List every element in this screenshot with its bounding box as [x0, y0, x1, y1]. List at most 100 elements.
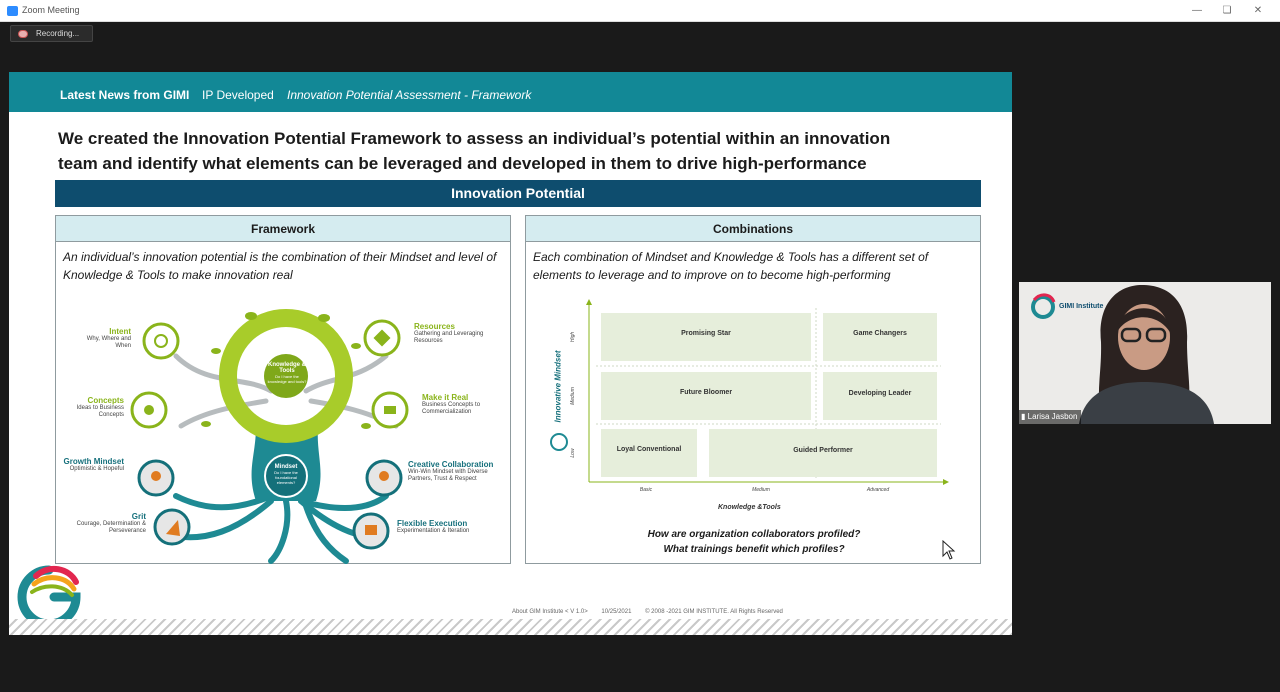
x-axis-arrow-icon — [943, 479, 949, 485]
item-desc: Ideas to Business Concepts — [76, 405, 124, 418]
recording-cloud-icon — [18, 30, 28, 38]
headline-line-2: team and identify what elements can be l… — [58, 154, 867, 173]
crown-ring — [219, 309, 353, 443]
framework-title: Framework — [56, 216, 510, 242]
combinations-title: Combinations — [526, 216, 980, 242]
item-desc: Courage, Determination & Perseverance — [76, 521, 146, 534]
item-desc: Win-Win Mindset with Diverse Partners, T… — [408, 469, 488, 482]
crown-label: Knowledge & Tools Do I have the knowledg… — [267, 362, 307, 384]
cell-guided-performer — [709, 429, 937, 477]
cell-label-game-changers: Game Changers — [853, 330, 907, 337]
cell-label-guided-performer: Guided Performer — [793, 447, 853, 454]
minimize-icon[interactable]: — — [1192, 5, 1202, 16]
hatched-footer-band — [9, 619, 1012, 635]
participant-video-tile[interactable]: GIMI Institute ▮ Larisa Jasbon — [1019, 282, 1271, 424]
band-title: Innovation Potential — [55, 180, 981, 207]
item-desc: Optimistic & Hopeful — [69, 466, 124, 472]
headline-line-1: We created the Innovation Potential Fram… — [58, 129, 891, 148]
mindset-circle — [264, 454, 308, 498]
mouse-cursor-icon — [942, 540, 956, 560]
item-title: Creative Collaboration — [408, 460, 494, 469]
slide-header: Latest News from GIMI IP Developed Innov… — [9, 72, 1012, 112]
mindset-axis-icon — [550, 433, 568, 451]
combinations-description: Each combination of Mindset and Knowledg… — [533, 250, 929, 282]
item-flexible-execution: Flexible Execution Experimentation & Ite… — [397, 519, 507, 535]
question-2: What trainings benefit which profiles? — [663, 544, 845, 555]
footer-about: About GIM Institute < V 1.0> — [512, 609, 588, 615]
item-desc: Business Concepts to Commercialization — [422, 402, 481, 415]
y-axis-arrow-icon — [586, 299, 592, 305]
close-icon[interactable]: ✕ — [1253, 5, 1263, 16]
item-grit: Grit Courage, Determination & Perseveran… — [60, 512, 146, 535]
trunk-question: Do I have the foundational elements? — [274, 470, 298, 485]
item-creative-collaboration: Creative Collaboration Win-Win Mindset w… — [408, 460, 512, 483]
title-bar: Zoom Meeting — ❏ ✕ — [0, 0, 1280, 22]
cell-label-promising-star: Promising Star — [681, 330, 731, 337]
item-intent: Intent Why, Where and When — [76, 327, 131, 350]
recording-indicator[interactable]: Recording... — [10, 25, 93, 42]
framework-panel: Framework An individual’s innovation pot… — [55, 215, 511, 564]
y-tick-low: Low — [570, 448, 576, 458]
item-title: Grit — [131, 512, 146, 521]
footer-date: 10/25/2021 — [601, 609, 632, 615]
trunk-label: Mindset Do I have the foundational eleme… — [266, 464, 306, 485]
matrix-cells — [601, 313, 937, 477]
header-brand: Latest News from GIMI — [60, 88, 190, 102]
cell-loyal-conventional — [601, 429, 697, 477]
x-tick-medium: Medium — [752, 487, 770, 493]
knowledge-icon-circles — [130, 319, 409, 429]
item-title: Intent — [109, 327, 131, 336]
gimi-logo — [17, 565, 81, 629]
item-title: Concepts — [87, 396, 124, 405]
x-tick-basic: Basic — [639, 487, 653, 493]
x-axis-label: Knowledge &Tools — [718, 504, 781, 511]
audio-bars-icon: ▮ — [1021, 412, 1026, 421]
zoom-icon — [7, 6, 18, 16]
item-desc: Gathering and Leveraging Resources — [414, 331, 484, 344]
combinations-matrix — [550, 299, 949, 485]
shared-slide: Latest News from GIMI IP Developed Innov… — [9, 72, 1012, 635]
cell-developing-leader — [823, 372, 937, 420]
tree-leaves — [201, 312, 371, 429]
item-resources: Resources Gathering and Leveraging Resou… — [414, 322, 494, 345]
crown-title: Knowledge & Tools — [267, 362, 306, 374]
item-title: Resources — [414, 322, 455, 331]
crown-question: Do I have the knowledge and tools? — [267, 374, 307, 384]
recording-label: Recording... — [36, 29, 80, 38]
footer-copyright: © 2008 -2021 GIM INSTITUTE. All Rights R… — [645, 609, 783, 615]
cell-label-loyal-conventional: Loyal Conventional — [616, 446, 682, 453]
participant-video — [1019, 282, 1271, 424]
cell-label-developing-leader: Developing Leader — [848, 390, 912, 397]
slide-footer: About GIM Institute < V 1.0> 10/25/2021 … — [512, 609, 795, 615]
participant-name-tag: ▮ Larisa Jasbon — [1019, 410, 1082, 424]
y-axis-label: Innovative Mindset — [553, 350, 563, 423]
item-title: Flexible Execution — [397, 519, 468, 528]
item-concepts: Concepts Ideas to Business Concepts — [64, 396, 124, 419]
cell-label-future-bloomer: Future Bloomer — [679, 389, 733, 396]
intent-target-icon — [142, 322, 180, 360]
trunk-title: Mindset — [274, 464, 298, 470]
item-title: Make it Real — [422, 393, 469, 402]
item-growth-mindset: Growth Mindset Optimistic & Hopeful — [58, 457, 124, 473]
restore-icon[interactable]: ❏ — [1222, 5, 1232, 16]
x-tick-advanced: Advanced — [866, 487, 890, 493]
item-desc: Experimentation & Iteration — [397, 528, 470, 534]
header-section: IP Developed — [202, 88, 274, 102]
y-tick-high: High — [570, 331, 576, 343]
item-desc: Why, Where and When — [86, 336, 131, 349]
framework-description: An individual’s innovation potential is … — [63, 250, 497, 282]
cell-future-bloomer — [601, 372, 811, 420]
question-1: How are organization collaborators profi… — [647, 529, 861, 540]
participant-logo-text: GIMI Institute — [1059, 303, 1104, 310]
tree-roots — [173, 493, 389, 564]
knowledge-tools-circle — [264, 354, 308, 398]
header-topic: Innovation Potential Assessment - Framew… — [287, 88, 532, 102]
item-title: Growth Mindset — [63, 457, 124, 466]
combinations-panel: Combinations Each combination of Mindset… — [525, 215, 981, 564]
cell-promising-star — [601, 313, 811, 361]
cell-game-changers — [823, 313, 937, 361]
slide-headline: We created the Innovation Potential Fram… — [58, 126, 988, 176]
icon-glyphs-orange — [151, 471, 389, 536]
window-title: Zoom Meeting — [22, 5, 80, 15]
